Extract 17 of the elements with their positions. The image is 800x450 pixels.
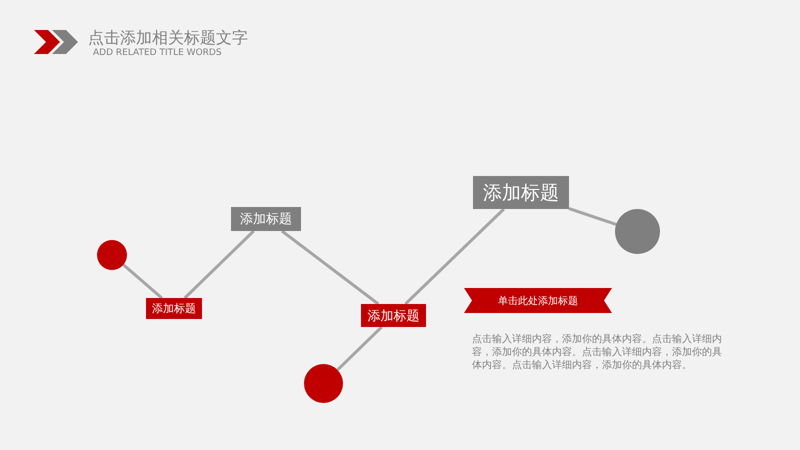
title-box: 添加标题 [361, 304, 426, 327]
connector-line [568, 207, 617, 226]
circle-marker [97, 240, 127, 270]
title-box: 添加标题 [146, 298, 202, 319]
page-title: 点击添加相关标题文字 [88, 28, 248, 48]
circle-marker [615, 209, 660, 254]
connector-line [336, 326, 383, 371]
connector-line [184, 230, 255, 300]
title-box: 添加标题 [473, 176, 569, 209]
title-box: 添加标题 [231, 207, 301, 231]
connector-line [281, 230, 380, 306]
body-paragraph: 点击输入详细内容，添加你的具体内容。点击输入详细内容，添加你的具体内容。点击输入详细内容，添加你的具体内容。点击输入详细内容，添加你的具体内容。 [472, 333, 722, 372]
ribbon-banner: 单击此处添加标题 [464, 288, 612, 313]
connector-line [122, 264, 163, 300]
connector-line [404, 208, 505, 306]
page-subtitle: ADD RELATED TITLE WORDS [93, 48, 222, 58]
circle-marker [304, 364, 343, 403]
